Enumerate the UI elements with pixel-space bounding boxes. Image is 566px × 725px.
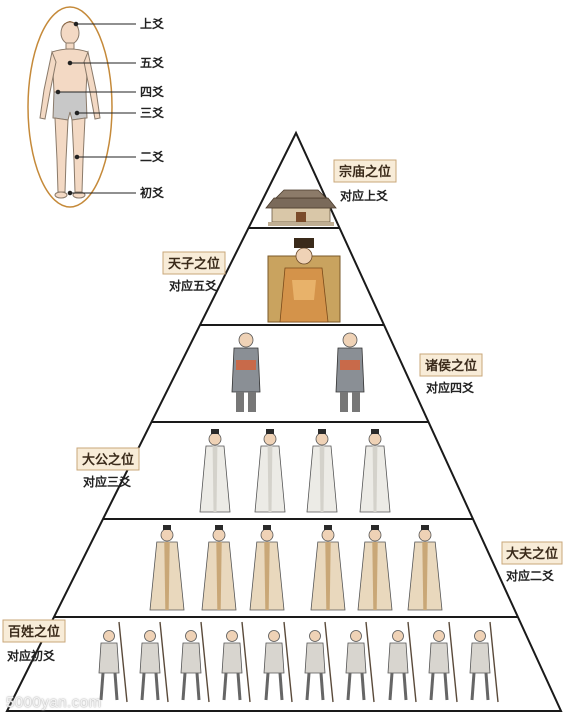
- tier-title: 诸侯之位: [425, 358, 477, 374]
- tier-label-box: [2, 619, 66, 643]
- yao-label: 二爻: [140, 149, 165, 164]
- tier-subtitle: 对应三爻: [83, 474, 132, 489]
- commoner-icon: [98, 621, 499, 703]
- tier-title: 大公之位: [82, 452, 134, 468]
- tier-title: 大夫之位: [506, 546, 558, 562]
- official-icon: [149, 525, 443, 611]
- tier-label-box: [333, 159, 397, 183]
- body-ellipse: [27, 6, 113, 208]
- tier-subtitle: 对应初爻: [7, 648, 56, 663]
- tier-subtitle: 对应五爻: [169, 278, 218, 293]
- human-body-icon: [39, 21, 101, 199]
- tier-label-box: [162, 251, 226, 275]
- tier-subtitle: 对应四爻: [426, 380, 475, 395]
- yao-label: 初爻: [140, 185, 165, 200]
- tier-title: 百姓之位: [8, 624, 60, 640]
- marquis-icon: [231, 332, 365, 412]
- tier-icons: [98, 189, 499, 703]
- emperor-icon: [267, 238, 341, 323]
- tier-label-box: [419, 353, 483, 377]
- tier-label-box: [501, 541, 563, 565]
- tier-title: 宗庙之位: [339, 164, 391, 180]
- tier-label-box: [76, 447, 140, 471]
- yao-leader-lines: [55, 21, 136, 196]
- tier-title: 天子之位: [168, 256, 220, 272]
- duke-icon: [199, 429, 391, 513]
- yao-label: 上爻: [140, 16, 165, 31]
- yao-label: 四爻: [140, 84, 165, 99]
- tier-labels: 宗庙之位对应上爻天子之位对应五爻诸侯之位对应四爻大公之位对应三爻大夫之位对应二爻…: [2, 159, 563, 663]
- tier-subtitle: 对应二爻: [506, 568, 555, 583]
- yao-label: 三爻: [140, 105, 165, 120]
- tier-subtitle: 对应上爻: [340, 188, 389, 203]
- watermark: 5000yan.com: [6, 694, 102, 711]
- yao-label: 五爻: [140, 55, 165, 70]
- temple-icon: [265, 189, 337, 226]
